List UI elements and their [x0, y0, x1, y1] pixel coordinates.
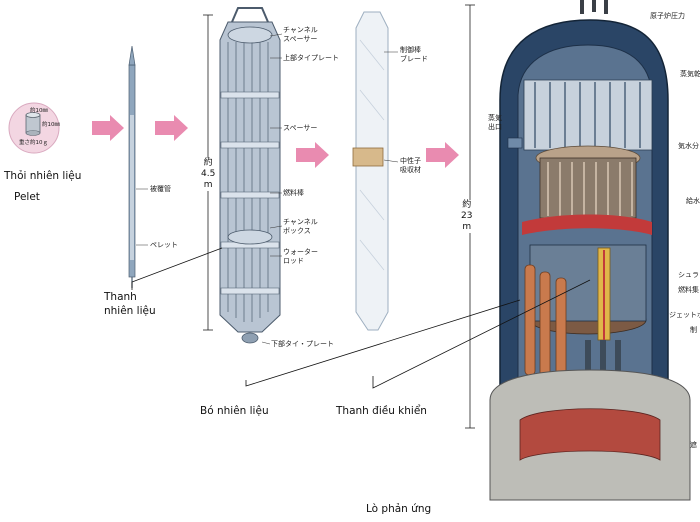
caption-pellet-vn: Thỏi nhiên liệu — [4, 170, 82, 182]
leader-lines — [131, 247, 591, 389]
fuel-assembly-label: 燃料集 — [678, 286, 699, 294]
caption-control-rod: Thanh điều khiển — [336, 405, 427, 417]
channel-spacer-label: チャンネル スペーサー — [283, 26, 318, 43]
control-rod-illustration — [352, 11, 399, 331]
steam-outlet-label: 蒸気 出口 — [488, 114, 502, 131]
caption-pellet-en: Pelet — [14, 191, 40, 203]
pellet-illustration — [8, 102, 60, 154]
fuel-bundle-illustration — [203, 7, 283, 345]
cladding-label: 被覆管 — [150, 185, 171, 193]
jet-pump-label: ジェットポ — [669, 311, 700, 319]
caption-fuel-bundle: Bó nhiên liệu — [200, 405, 269, 417]
pellet-diameter-label: 約10㎜ — [30, 108, 48, 114]
bundle-height-label: 約 4.5 m — [201, 158, 216, 191]
blade-label: 制御棒 ブレード — [400, 46, 428, 63]
control-leader-line — [372, 279, 591, 389]
upper-tie-plate-label: 上部タイプレート — [283, 54, 339, 62]
arrow-icon — [92, 115, 124, 141]
reactor-height-label: 約 23 m — [461, 200, 473, 233]
absorber-label: 中性子 吸収材 — [400, 157, 421, 174]
control-drive-label: 制 — [690, 326, 697, 334]
flow-arrows — [92, 115, 459, 168]
rod-leader-line — [131, 247, 223, 290]
bundle-leader-line — [245, 299, 521, 387]
caption-fuel-rod: Thanh nhiên liệu — [104, 291, 156, 317]
feedwater-label: 給水 — [686, 197, 700, 205]
channel-box-label: チャンネル ボックス — [283, 218, 318, 235]
shield-label: 遮 — [690, 441, 697, 449]
arrow-icon — [426, 142, 459, 168]
pellet-weight-label: 重さ約10ｇ — [19, 140, 48, 146]
rod-pellet-label: ペレット — [150, 241, 178, 249]
arrow-icon — [155, 115, 188, 141]
fuel-rod-label: 燃料棒 — [283, 189, 304, 197]
spacer-label: スペーサー — [283, 124, 318, 132]
separator-label: 気水分 — [678, 142, 699, 150]
caption-reactor: Lò phản ứng — [366, 503, 432, 515]
shroud-label: シュラ — [678, 271, 699, 279]
reactor-illustration — [465, 0, 691, 501]
pellet-height-label: 約10㎜ — [42, 122, 60, 128]
water-rod-label: ウォーター ロッド — [283, 248, 318, 265]
fuel-rod-illustration — [128, 45, 148, 288]
vessel-label: 原子炉圧力 — [650, 12, 685, 20]
arrow-icon — [296, 142, 329, 168]
dryer-label: 蒸気乾 — [680, 70, 700, 78]
lower-tie-plate-label: 下部タイ・プレート — [271, 340, 334, 348]
